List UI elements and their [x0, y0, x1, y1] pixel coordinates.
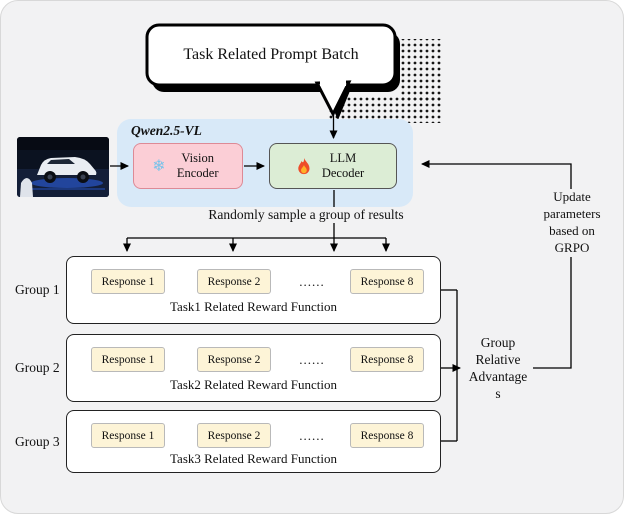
- response-box: Response 1: [91, 423, 165, 448]
- response-box: Response 1: [91, 347, 165, 372]
- car-photo: [17, 137, 109, 197]
- response-box: Response 2: [197, 423, 271, 448]
- group-2-label: Group 2: [15, 360, 60, 375]
- update-grpo-label: Update parameters based on GRPO: [533, 189, 611, 257]
- group-3-box: Response 1 Response 2 ...... Response 8 …: [66, 410, 441, 473]
- response-box: Response 8: [350, 269, 424, 294]
- reward-function-caption: Task3 Related Reward Function: [170, 451, 337, 466]
- snowflake-icon: ❄: [152, 156, 166, 175]
- group-1-label: Group 1: [15, 282, 60, 297]
- response-ellipsis: ......: [299, 427, 325, 443]
- prompt-batch-bubble: [145, 23, 443, 123]
- response-box: Response 8: [350, 423, 424, 448]
- halftone-shadow-right: [399, 39, 443, 101]
- halftone-shadow-bottom: [327, 97, 441, 123]
- vision-encoder-box: ❄ Vision Encoder: [133, 143, 243, 189]
- qwen-model-title: Qwen2.5-VL: [131, 123, 202, 138]
- vision-encoder-label: Vision Encoder: [176, 151, 219, 180]
- group-3-label: Group 3: [15, 434, 60, 449]
- group-1-box: Response 1 Response 2 ...... Response 8 …: [66, 256, 441, 324]
- qwen-model-panel: Qwen2.5-VL ❄ Vision Encoder LLM Decoder: [117, 119, 413, 207]
- fire-icon: [298, 157, 310, 174]
- response-box: Response 1: [91, 269, 165, 294]
- llm-decoder-label: LLM Decoder: [321, 151, 365, 180]
- response-ellipsis: ......: [299, 351, 325, 367]
- response-ellipsis: ......: [299, 273, 325, 289]
- reward-function-caption: Task1 Related Reward Function: [170, 299, 337, 314]
- advantages-label: Group Relative Advantages: [468, 335, 528, 401]
- group-2-box: Response 1 Response 2 ...... Response 8 …: [66, 334, 441, 402]
- llm-decoder-box: LLM Decoder: [269, 143, 397, 189]
- response-box: Response 8: [350, 347, 424, 372]
- response-box: Response 2: [197, 269, 271, 294]
- car-photo-art: [17, 137, 109, 197]
- reward-function-caption: Task2 Related Reward Function: [170, 377, 337, 392]
- sample-caption: Randomly sample a group of results: [184, 207, 428, 223]
- prompt-batch-label: Task Related Prompt Batch: [183, 46, 359, 63]
- response-box: Response 2: [197, 347, 271, 372]
